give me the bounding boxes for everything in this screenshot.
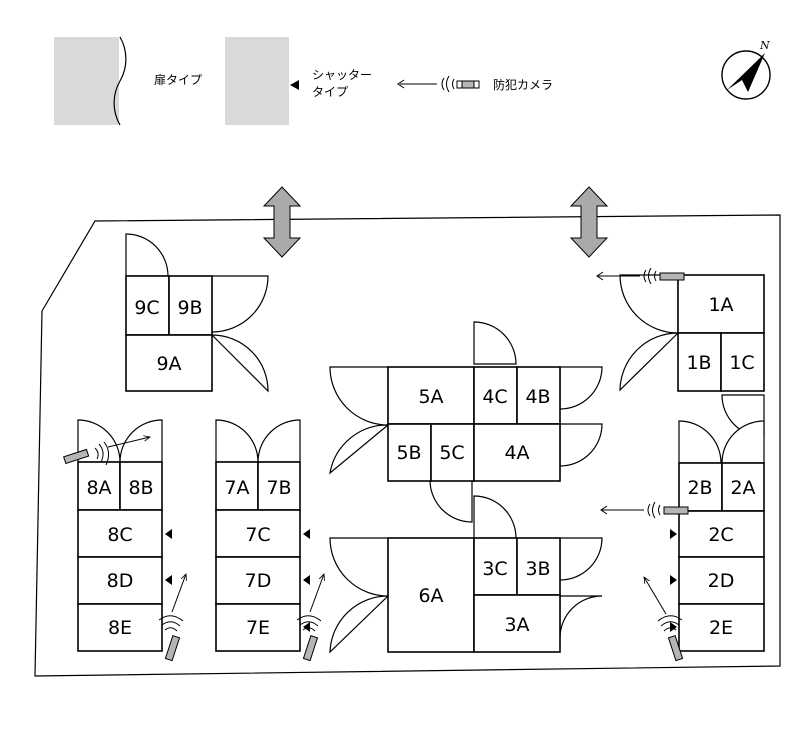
unit-label-4a: 4A (504, 442, 529, 464)
unit-label-7b: 7B (266, 477, 291, 499)
unit-label-5b: 5B (396, 442, 421, 464)
unit-label-1b: 1B (686, 352, 711, 374)
unit-2a[interactable] (721, 462, 765, 512)
legend-camera-label: 防犯カメラ (493, 77, 553, 92)
unit-block-5-4: 5A 4C 4B 5B 5C 4A (387, 366, 561, 482)
unit-4b[interactable] (516, 366, 561, 425)
camera-8e (158, 574, 186, 662)
unit-6a[interactable] (387, 537, 475, 653)
shutter-marker-2d (670, 575, 677, 585)
camera-1a (596, 267, 685, 285)
unit-1a[interactable] (677, 274, 765, 334)
unit-block-6-3: 6A 3C 3B 3A (387, 537, 561, 653)
shutter-marker-2e (670, 622, 677, 632)
unit-9b[interactable] (168, 275, 213, 336)
legend-shutter-label-1: シャッター (312, 68, 372, 82)
entrance-arrow-right (569, 186, 609, 258)
unit-9a[interactable] (125, 334, 213, 392)
legend-shutter-icon (290, 80, 299, 90)
compass-needle-icon (727, 53, 765, 92)
unit-7a[interactable] (215, 461, 259, 511)
entrance-arrow-left (262, 186, 302, 258)
unit-7d[interactable] (215, 556, 301, 605)
unit-label-2b: 2B (687, 477, 712, 499)
legend-shutter-label-2: タイプ (312, 85, 348, 99)
camera-7e (296, 574, 324, 662)
unit-8d[interactable] (77, 556, 163, 605)
unit-2c[interactable] (678, 510, 765, 558)
unit-label-9a: 9A (156, 353, 181, 375)
unit-label-3b: 3B (525, 558, 550, 580)
shutter-marker-2c (670, 529, 677, 539)
unit-1c[interactable] (720, 332, 765, 392)
door-swings (77, 233, 765, 654)
unit-label-1c: 1C (729, 352, 754, 374)
unit-block-8: 8A 8B 8C 8D 8E (77, 461, 172, 652)
unit-label-8d: 8D (107, 570, 134, 592)
unit-9c[interactable] (125, 275, 170, 336)
shutter-marker-7e (303, 622, 310, 632)
unit-label-7a: 7A (224, 477, 249, 499)
unit-label-3c: 3C (482, 558, 507, 580)
shutter-marker-7d (303, 575, 310, 585)
camera-8b (63, 437, 150, 466)
unit-2d[interactable] (678, 556, 765, 605)
legend-camera-icon (397, 75, 480, 93)
unit-label-9b: 9B (177, 297, 202, 319)
unit-label-5c: 5C (439, 442, 464, 464)
unit-2e[interactable] (678, 603, 765, 652)
unit-1b[interactable] (677, 332, 722, 392)
site-boundary (34, 214, 781, 677)
unit-label-4b: 4B (525, 386, 550, 408)
unit-8c[interactable] (77, 509, 163, 558)
unit-block-9: 9C 9B 9A (125, 275, 213, 392)
camera-2b (600, 501, 689, 519)
unit-label-2a: 2A (730, 477, 755, 499)
legend-door-icon (113, 36, 127, 126)
unit-label-8b: 8B (128, 477, 153, 499)
unit-label-9c: 9C (134, 297, 159, 319)
unit-4a[interactable] (473, 423, 561, 482)
unit-block-1: 1A 1B 1C (677, 274, 765, 392)
shutter-marker-8c (165, 529, 172, 539)
legend: 扉タイプ シャッター タイプ 防犯カメラ (54, 36, 553, 126)
unit-3a[interactable] (473, 594, 561, 653)
compass: N (721, 39, 771, 100)
unit-7e[interactable] (215, 603, 301, 652)
unit-label-5a: 5A (418, 386, 443, 408)
unit-label-3a: 3A (504, 614, 529, 636)
legend-door-label: 扉タイプ (154, 73, 202, 87)
unit-block-2: 2B 2A 2C 2D 2E (670, 462, 765, 652)
unit-label-2e: 2E (709, 617, 733, 639)
unit-block-7: 7A 7B 7C 7D 7E (215, 461, 310, 652)
unit-label-7c: 7C (245, 524, 270, 546)
unit-label-7e: 7E (246, 617, 270, 639)
shutter-marker-7c (303, 529, 310, 539)
unit-8e[interactable] (77, 603, 163, 652)
unit-label-6a: 6A (418, 585, 443, 607)
unit-label-8e: 8E (108, 617, 132, 639)
shutter-marker-8d (165, 575, 172, 585)
unit-label-1a: 1A (708, 294, 733, 316)
unit-4c[interactable] (473, 366, 518, 425)
legend-door-swatch (54, 37, 119, 125)
unit-label-8a: 8A (86, 477, 111, 499)
unit-5a[interactable] (387, 366, 475, 425)
unit-label-2d: 2D (708, 570, 735, 592)
legend-shutter-swatch (225, 37, 289, 125)
unit-label-4c: 4C (482, 386, 507, 408)
unit-label-8c: 8C (107, 524, 132, 546)
unit-3b[interactable] (516, 537, 561, 596)
camera-2e (644, 577, 684, 662)
unit-label-7d: 7D (245, 570, 272, 592)
unit-label-2c: 2C (708, 524, 733, 546)
compass-north-label: N (759, 39, 770, 52)
